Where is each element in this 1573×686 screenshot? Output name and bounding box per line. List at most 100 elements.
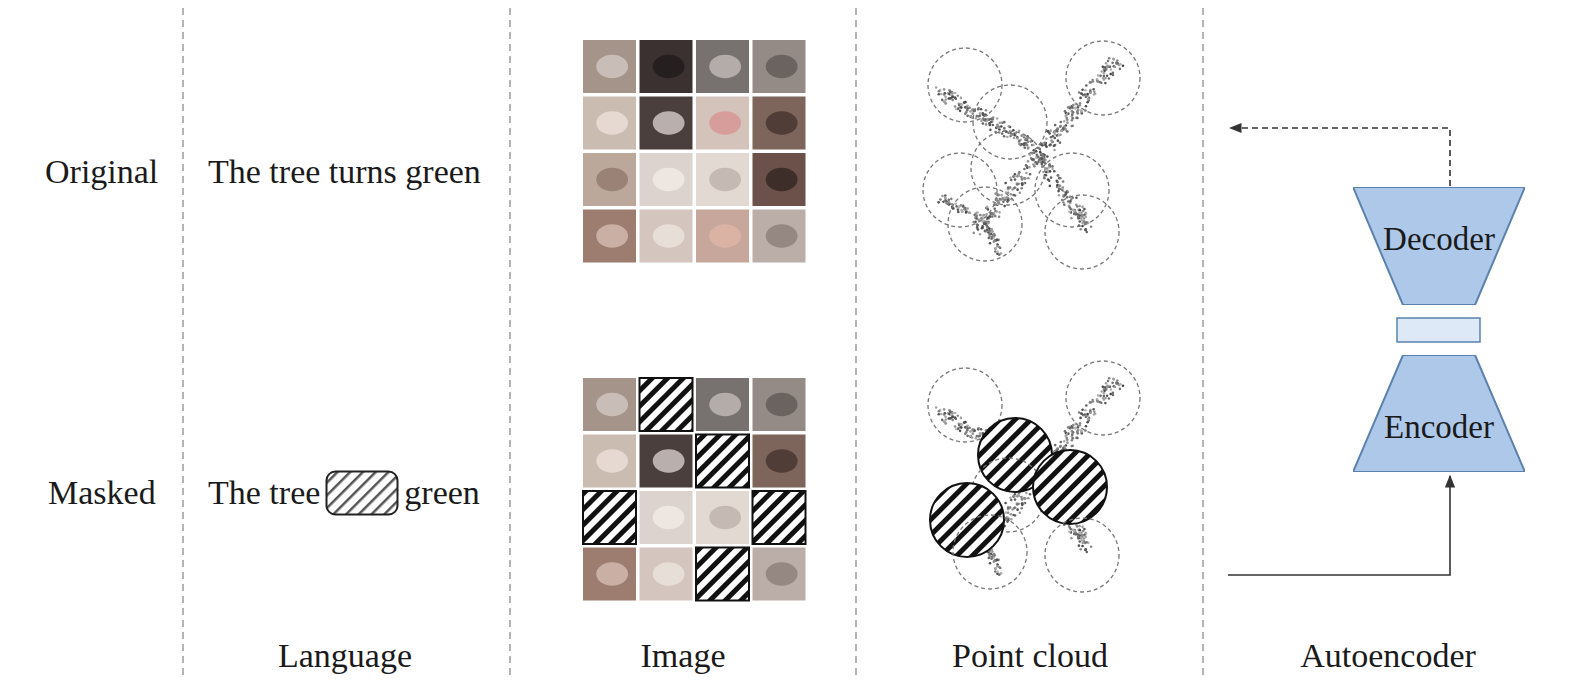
image-detail — [709, 506, 741, 529]
cloud-point — [1063, 125, 1066, 128]
cloud-point — [1085, 404, 1088, 407]
cloud-point — [1064, 110, 1067, 113]
cloud-point — [1080, 412, 1083, 415]
cloud-point — [1058, 184, 1061, 187]
cloud-point — [994, 250, 997, 253]
cloud-point — [1114, 66, 1117, 69]
cloud-point — [1075, 436, 1078, 439]
cloud-point — [994, 215, 997, 218]
cloud-point — [1010, 179, 1013, 182]
cloud-point — [980, 119, 983, 122]
cloud-point — [1081, 413, 1084, 416]
cloud-point — [1012, 495, 1015, 498]
cloud-point — [954, 202, 957, 205]
cloud-point — [1100, 70, 1103, 73]
column-label: Image — [641, 636, 726, 675]
cloud-point — [951, 92, 954, 95]
cloud-point — [1081, 225, 1084, 228]
cloud-point — [976, 223, 979, 226]
cloud-point — [1086, 101, 1089, 104]
cloud-point — [1078, 208, 1081, 211]
cloud-point — [971, 436, 974, 439]
cloud-point — [957, 95, 960, 98]
cloud-point — [977, 435, 980, 438]
cloud-point — [979, 432, 982, 435]
cloud-point — [1085, 221, 1088, 224]
cloud-point — [1105, 62, 1108, 65]
cloud-point — [938, 90, 941, 93]
cloud-point — [1036, 163, 1039, 166]
cloud-point — [941, 195, 944, 198]
cloud-point — [1109, 65, 1112, 68]
cloud-point — [1023, 146, 1026, 149]
cloud-point — [1079, 102, 1082, 105]
cloud-point — [963, 208, 966, 211]
image-detail — [653, 168, 685, 191]
cloud-point — [980, 217, 983, 220]
cloud-point — [1076, 205, 1079, 208]
cloud-point — [1092, 408, 1095, 411]
cloud-point — [998, 211, 1001, 214]
image-grid — [583, 40, 806, 263]
cloud-point — [1066, 130, 1069, 133]
row-label: Original — [45, 152, 158, 191]
cloud-point — [1041, 163, 1044, 166]
cloud-point — [1064, 114, 1067, 117]
image-patch — [583, 210, 636, 263]
cloud-point — [965, 210, 968, 213]
cloud-point — [1102, 397, 1105, 400]
cloud-point — [1048, 166, 1051, 169]
cloud-point — [1089, 401, 1092, 404]
cloud-point — [960, 204, 963, 207]
cloud-point — [1078, 528, 1081, 531]
cloud-point — [1094, 92, 1097, 95]
cloud-point — [937, 413, 940, 416]
image-detail — [653, 562, 685, 585]
cloud-point — [1028, 166, 1031, 169]
cloud-point — [944, 412, 947, 415]
cloud-point — [1079, 209, 1082, 212]
cloud-point — [993, 207, 996, 210]
cloud-point — [971, 108, 974, 111]
cloud-point — [1090, 225, 1093, 228]
cloud-point — [987, 217, 990, 220]
image-detail — [766, 224, 798, 247]
image-patch — [753, 435, 806, 488]
cloud-point — [1073, 210, 1076, 213]
cloud-point — [1076, 117, 1079, 120]
cloud-point — [984, 222, 987, 225]
cloud-point — [1018, 171, 1021, 174]
cloud-point — [986, 217, 989, 220]
image-patch — [640, 435, 693, 488]
cloud-point — [1054, 124, 1057, 127]
cloud-point — [1000, 125, 1003, 128]
cloud-point — [950, 198, 953, 201]
cloud-point — [990, 550, 993, 553]
cloud-point — [991, 236, 994, 239]
cloud-point — [1021, 504, 1024, 507]
cloud-point — [1030, 158, 1033, 161]
cloud-point — [940, 413, 943, 416]
cloud-point — [1081, 93, 1084, 96]
cloud-point — [1085, 84, 1088, 87]
block-label: Decoder — [1353, 221, 1525, 259]
block-label: Encoder — [1353, 409, 1525, 447]
cloud-point — [1004, 502, 1007, 505]
cloud-point — [955, 428, 958, 431]
image-detail — [596, 111, 628, 134]
cloud-point — [965, 106, 968, 109]
cloud-point — [1067, 200, 1070, 203]
cloud-point — [990, 230, 993, 233]
cloud-point — [1103, 395, 1106, 398]
cloud-point — [1003, 127, 1006, 130]
cloud-point — [1053, 131, 1056, 134]
cloud-point — [949, 90, 952, 93]
cloud-point — [1053, 131, 1056, 134]
cloud-point — [1079, 529, 1082, 532]
cloud-point — [1048, 144, 1051, 147]
cloud-point — [988, 237, 991, 240]
cloud-point — [1019, 192, 1022, 195]
cloud-point — [1010, 513, 1013, 516]
